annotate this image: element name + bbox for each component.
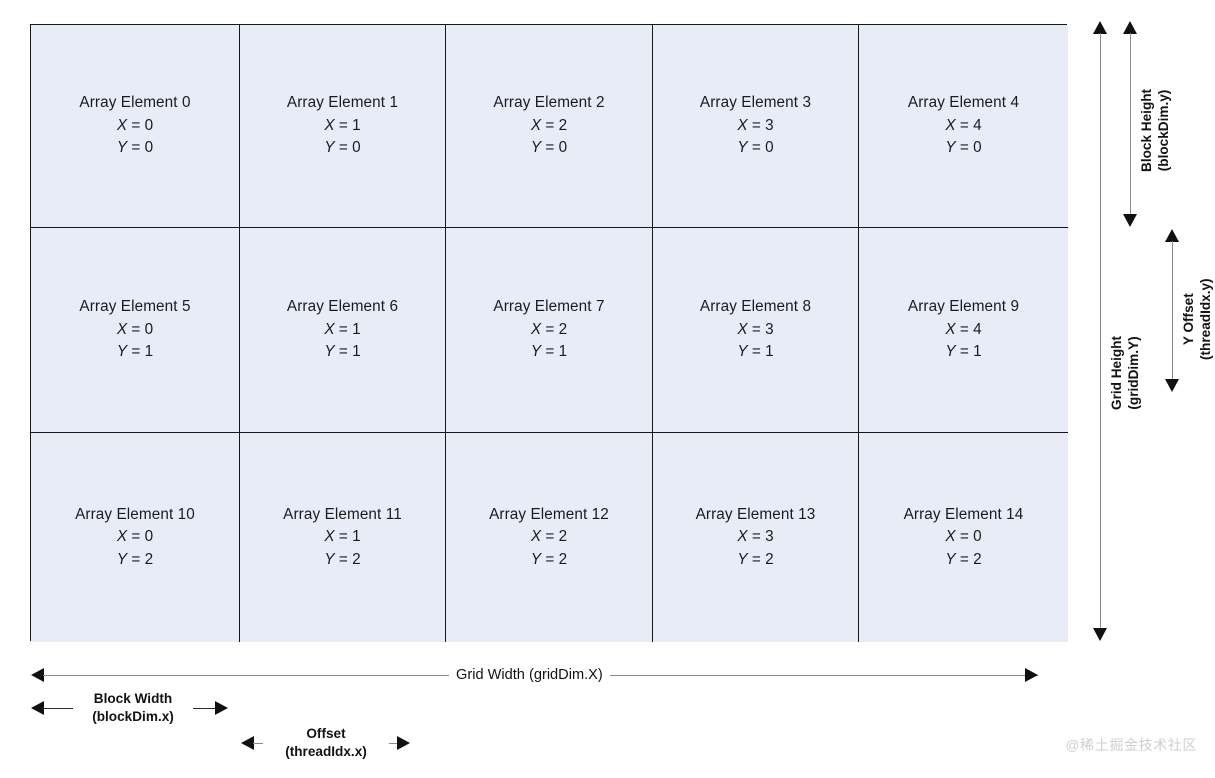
array-element-x: X = 3 xyxy=(737,116,774,134)
block-height-arrow-down-icon xyxy=(1123,214,1137,227)
grid-height-arrow-up-icon xyxy=(1093,21,1107,34)
array-element-y: Y = 1 xyxy=(324,343,361,361)
array-element-label: Array Element 8 xyxy=(699,298,812,316)
array-element-label: Array Element 11 xyxy=(283,505,402,523)
array-element-y: Y = 1 xyxy=(530,343,568,361)
array-element-cell[interactable]: Array Element 4 X = 4 Y = 0 xyxy=(859,25,1068,228)
array-element-x: X = 1 xyxy=(324,116,361,134)
grid-height-arrow-down-icon xyxy=(1093,628,1107,641)
y-offset-label: Y Offset(threadIdx.y) xyxy=(1179,278,1215,360)
block-height-arrow-line xyxy=(1129,33,1132,214)
array-element-label: Array Element 14 xyxy=(903,505,1024,523)
array-element-y: Y = 2 xyxy=(945,550,982,568)
array-element-x: X = 3 xyxy=(737,528,774,546)
array-element-cell[interactable]: Array Element 14 X = 0 Y = 2 xyxy=(859,433,1068,642)
y-offset-arrow-down-icon xyxy=(1165,379,1179,392)
array-element-y: Y = 1 xyxy=(945,343,982,361)
array-element-label: Array Element 3 xyxy=(699,94,812,112)
array-element-cell[interactable]: Array Element 2 X = 2 Y = 0 xyxy=(446,25,653,228)
block-height-arrow-up-icon xyxy=(1123,21,1137,34)
array-element-cell[interactable]: Array Element 8 X = 3 Y = 1 xyxy=(653,228,859,433)
block-width-arrow-left-icon xyxy=(31,701,44,715)
array-element-label: Array Element 10 xyxy=(75,505,195,523)
array-element-x: X = 4 xyxy=(945,320,982,338)
array-element-cell[interactable]: Array Element 3 X = 3 Y = 0 xyxy=(653,25,859,228)
array-element-x: X = 0 xyxy=(116,116,154,134)
array-element-cell[interactable]: Array Element 0 X = 0 Y = 0 xyxy=(31,25,240,228)
array-element-cell[interactable]: Array Element 9 X = 4 Y = 1 xyxy=(859,228,1068,433)
array-element-x: X = 2 xyxy=(530,320,568,338)
grid-height-arrow-line xyxy=(1099,33,1102,628)
array-element-y: Y = 0 xyxy=(530,139,568,157)
offset-arrow-left-icon xyxy=(241,736,254,750)
array-element-label: Array Element 9 xyxy=(907,298,1020,316)
offset-arrow-right-icon xyxy=(397,736,410,750)
array-element-label: Array Element 5 xyxy=(79,298,191,316)
array-element-y: Y = 0 xyxy=(116,139,154,157)
array-element-y: Y = 0 xyxy=(324,139,361,157)
array-element-x: X = 3 xyxy=(737,320,774,338)
array-element-y: Y = 2 xyxy=(530,550,568,568)
array-element-x: X = 0 xyxy=(116,320,154,338)
y-offset-arrow-line xyxy=(1171,241,1174,379)
array-element-y: Y = 2 xyxy=(116,550,154,568)
array-element-cell[interactable]: Array Element 1 X = 1 Y = 0 xyxy=(240,25,446,228)
grid-width-label: Grid Width (gridDim.X) xyxy=(449,666,610,685)
array-element-cell[interactable]: Array Element 5 X = 0 Y = 1 xyxy=(31,228,240,433)
array-element-y: Y = 2 xyxy=(324,550,361,568)
array-element-x: X = 2 xyxy=(530,116,568,134)
array-element-label: Array Element 1 xyxy=(286,94,399,112)
array-element-label: Array Element 4 xyxy=(907,94,1020,112)
array-element-grid: Array Element 0 X = 0 Y = 0 Array Elemen… xyxy=(30,24,1068,642)
array-element-label: Array Element 0 xyxy=(79,94,191,112)
array-element-cell[interactable]: Array Element 13 X = 3 Y = 2 xyxy=(653,433,859,642)
array-element-y: Y = 1 xyxy=(737,343,774,361)
array-element-cell[interactable]: Array Element 11 X = 1 Y = 2 xyxy=(240,433,446,642)
array-element-cell[interactable]: Array Element 6 X = 1 Y = 1 xyxy=(240,228,446,433)
block-width-arrow-right-icon xyxy=(215,701,228,715)
array-element-cell[interactable]: Array Element 12 X = 2 Y = 2 xyxy=(446,433,653,642)
array-element-label: Array Element 7 xyxy=(493,298,605,316)
offset-label: Offset(threadIdx.x) xyxy=(263,725,389,761)
array-element-x: X = 1 xyxy=(324,528,361,546)
array-element-x: X = 0 xyxy=(945,528,982,546)
grid-width-arrow-right-icon xyxy=(1025,668,1038,682)
block-height-label: Block Height(blockDim.y) xyxy=(1137,88,1175,172)
array-element-x: X = 1 xyxy=(324,320,361,338)
grid-height-label: Grid Height(gridDim.Y) xyxy=(1107,335,1145,410)
array-element-label: Array Element 2 xyxy=(493,94,605,112)
array-element-cell[interactable]: Array Element 10 X = 0 Y = 2 xyxy=(31,433,240,642)
y-offset-arrow-up-icon xyxy=(1165,229,1179,242)
array-element-x: X = 0 xyxy=(116,528,154,546)
grid-width-arrow-left-icon xyxy=(31,668,44,682)
array-element-label: Array Element 13 xyxy=(695,505,816,523)
array-element-x: X = 4 xyxy=(945,116,982,134)
array-element-label: Array Element 6 xyxy=(286,298,399,316)
array-element-y: Y = 2 xyxy=(737,550,774,568)
array-element-y: Y = 1 xyxy=(116,343,154,361)
array-element-cell[interactable]: Array Element 7 X = 2 Y = 1 xyxy=(446,228,653,433)
watermark: @稀土掘金技术社区 xyxy=(1065,737,1197,753)
array-element-y: Y = 0 xyxy=(945,139,982,157)
array-element-x: X = 2 xyxy=(530,528,568,546)
block-width-label: Block Width(blockDim.x) xyxy=(73,690,193,726)
array-element-label: Array Element 12 xyxy=(489,505,609,523)
array-element-y: Y = 0 xyxy=(737,139,774,157)
